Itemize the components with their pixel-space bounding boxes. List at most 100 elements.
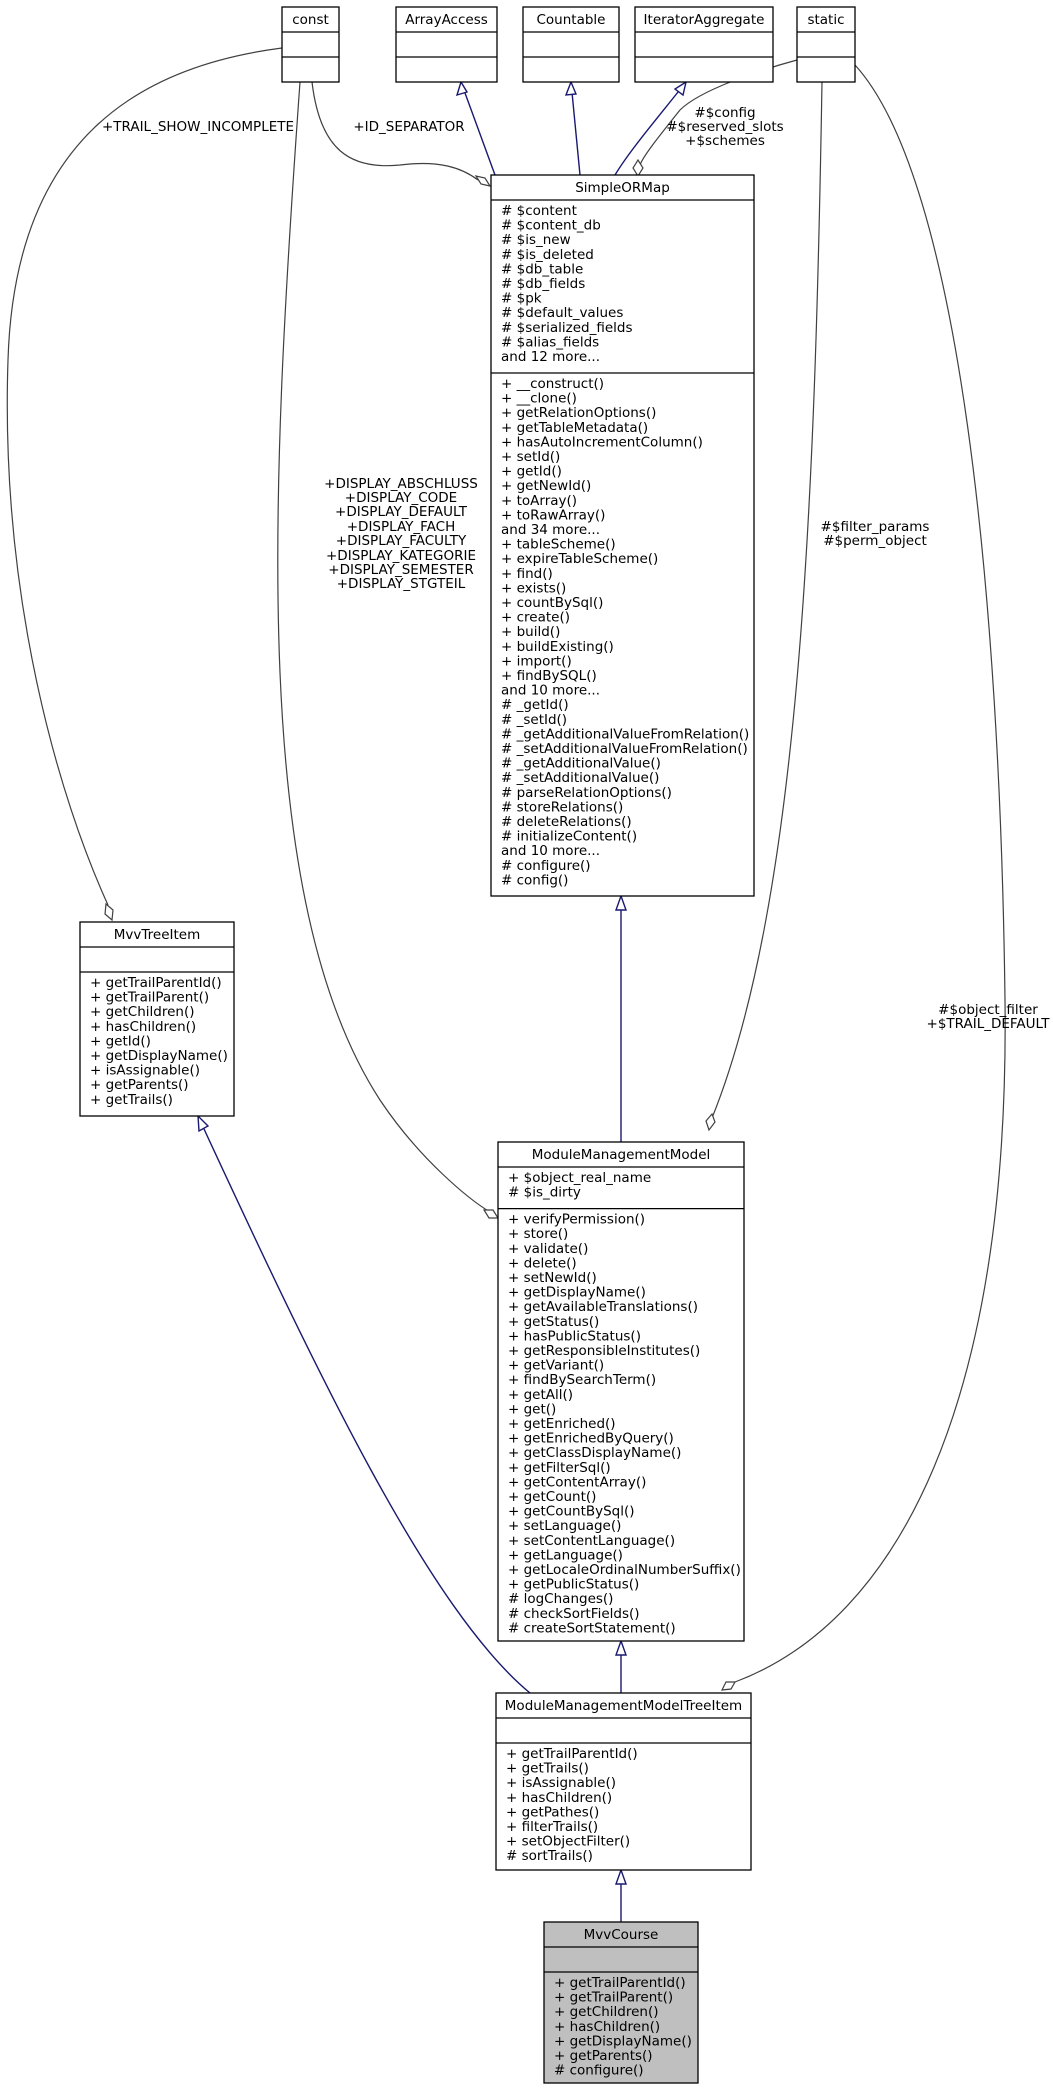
arrowhead-mvvtreeitem [197, 1114, 210, 1133]
edge-arrayaccess-simpleormap [460, 81, 496, 176]
diamond-const-simpleormap [474, 175, 492, 187]
svg-text:+$TRAIL_DEFAULT: +$TRAIL_DEFAULT [927, 1016, 1051, 1032]
svg-text:+TRAIL_SHOW_INCOMPLETE: +TRAIL_SHOW_INCOMPLETE [102, 119, 294, 135]
simple-orm-map-method: # initializeContent() [501, 829, 637, 845]
simple-orm-map-attribute: # $alias_fields [501, 334, 599, 350]
mvv-course-method: + getTrailParentId() [554, 1975, 686, 1991]
simple-orm-map-method: # deleteRelations() [501, 814, 632, 830]
class-array-access[interactable]: ArrayAccess [395, 6, 498, 83]
module-management-model-method: + findBySearchTerm() [508, 1372, 656, 1388]
svg-text:+DISPLAY_FACULTY: +DISPLAY_FACULTY [336, 533, 467, 549]
simple-orm-map-method: # _setAdditionalValue() [501, 770, 659, 786]
module-management-model-box [497, 1141, 745, 1642]
diamond-const-mmm [482, 1209, 500, 1219]
edge-label-object-filter: #$object_filter +$TRAIL_DEFAULT [927, 1002, 1051, 1032]
edge-static-mmmti [734, 64, 1006, 1683]
mvv-tree-item-method: + getTrailParentId() [90, 975, 222, 991]
module-management-model-tree-item-method: + isAssignable() [506, 1775, 616, 1791]
svg-text:+DISPLAY_FACH: +DISPLAY_FACH [347, 519, 456, 535]
simple-orm-map-method: # _setId() [501, 712, 567, 728]
simple-orm-map-attribute: # $db_fields [501, 276, 585, 292]
class-simple-orm-map[interactable]: SimpleORMap# $content# $content_db# $is_… [490, 174, 755, 897]
mvv-course-name: MvvCourse [584, 1927, 659, 1943]
class-mvv-course[interactable]: MvvCourse + getTrailParentId()+ getTrailP… [543, 1921, 699, 2084]
module-management-model-method: + getDisplayName() [508, 1285, 646, 1301]
mvv-course-method: + getTrailParent() [554, 1990, 673, 2006]
simple-orm-map-method: + findBySQL() [501, 668, 597, 684]
module-management-model-method: + getContentArray() [508, 1474, 646, 1490]
class-iterator-aggregate[interactable]: IteratorAggregate [634, 6, 774, 83]
arrowhead-simpleormap [615, 893, 627, 911]
module-management-model-method: + getClassDisplayName() [508, 1445, 681, 1461]
simple-orm-map-attribute: # $is_deleted [501, 247, 594, 263]
module-management-model-name: ModuleManagementModel [532, 1147, 711, 1163]
module-management-model-method: + getAll() [508, 1387, 573, 1403]
simple-orm-map-method: + toRawArray() [501, 507, 605, 523]
simple-orm-map-method: and 34 more... [501, 522, 600, 538]
svg-text:+$schemes: +$schemes [685, 133, 765, 149]
simple-orm-map-method: + expireTableScheme() [501, 551, 658, 567]
module-management-model-method: + validate() [508, 1241, 588, 1257]
mvv-course-method: + getParents() [554, 2048, 653, 2064]
simple-orm-map-method: # _getAdditionalValue() [501, 756, 661, 772]
module-management-model-tree-item-method: + hasChildren() [506, 1790, 612, 1806]
module-management-model-method: # logChanges() [508, 1591, 613, 1607]
iterator-aggregate-box [634, 6, 774, 83]
simple-orm-map-method: + getId() [501, 464, 562, 480]
svg-text:+DISPLAY_SEMESTER: +DISPLAY_SEMESTER [328, 562, 473, 578]
edge-iteratoraggregate-simpleormap [614, 81, 687, 176]
class-static[interactable]: static [796, 6, 856, 83]
module-management-model-method: + getResponsibleInstitutes() [508, 1343, 700, 1359]
simple-orm-map-method: # storeRelations() [501, 799, 623, 815]
simple-orm-map-method: and 10 more... [501, 843, 600, 859]
svg-text:+DISPLAY_ABSCHLUSS: +DISPLAY_ABSCHLUSS [324, 476, 478, 492]
module-management-model-method: + delete() [508, 1255, 577, 1271]
class-module-management-model-tree-item[interactable]: ModuleManagementModelTreeItem+ getTrailP… [495, 1692, 752, 1871]
diamond-static-mmmti [720, 1681, 737, 1691]
simple-orm-map-method: + getTableMetadata() [501, 420, 648, 436]
class-mvv-tree-item[interactable]: MvvTreeItem+ getTrailParentId()+ getTrai… [79, 921, 235, 1117]
module-management-model-method: + getPublicStatus() [508, 1577, 639, 1593]
edge-static-mmm [711, 81, 823, 1119]
module-management-model-method: + setLanguage() [508, 1518, 621, 1534]
module-management-model-method: + getFilterSql() [508, 1460, 611, 1476]
module-management-model-method: + getAvailableTranslations() [508, 1299, 698, 1315]
mvv-course-method: + getDisplayName() [554, 2033, 692, 2049]
svg-text:#$reserved_slots: #$reserved_slots [666, 119, 783, 135]
class-const[interactable]: const [281, 6, 340, 83]
mvv-tree-item-name: MvvTreeItem [114, 927, 200, 943]
module-management-model-tree-item-method: + getPathes() [506, 1804, 599, 1820]
svg-text:+DISPLAY_DEFAULT: +DISPLAY_DEFAULT [335, 504, 468, 520]
simple-orm-map-method: + find() [501, 566, 553, 582]
module-management-model-tree-item-method: + setObjectFilter() [506, 1834, 630, 1850]
simple-orm-map-attribute: # $is_new [501, 232, 571, 248]
simple-orm-map-method: + getNewId() [501, 478, 591, 494]
module-management-model-attribute: + $object_real_name [508, 1170, 651, 1186]
svg-text:+DISPLAY_CODE: +DISPLAY_CODE [345, 490, 457, 506]
countable-box [522, 6, 620, 83]
diamond-static-mmm [705, 1112, 716, 1132]
simple-orm-map-method: + __construct() [501, 376, 604, 392]
module-management-model-method: + getEnrichedByQuery() [508, 1431, 674, 1447]
edge-label-display-constants: +DISPLAY_ABSCHLUSS +DISPLAY_CODE +DISPLA… [324, 476, 478, 592]
static-name: static [807, 12, 844, 28]
diamond-const-mvvtreeitem [104, 902, 114, 922]
simple-orm-map-method: + hasAutoIncrementColumn() [501, 434, 703, 450]
iterator-aggregate-name: IteratorAggregate [644, 12, 765, 28]
class-countable[interactable]: Countable [522, 6, 620, 83]
simple-orm-map-attribute: and 12 more... [501, 349, 600, 365]
module-management-model-method: + getLocaleOrdinalNumberSuffix() [508, 1562, 741, 1578]
edge-label-trail-show-incomplete: +TRAIL_SHOW_INCOMPLETE [102, 119, 294, 135]
module-management-model-method: + verifyPermission() [508, 1212, 645, 1228]
simple-orm-map-method: + tableScheme() [501, 537, 616, 553]
module-management-model-method: + getCountBySql() [508, 1504, 635, 1520]
edge-label-filter-params: #$filter_params #$perm_object [821, 519, 930, 549]
module-management-model-method: + hasPublicStatus() [508, 1328, 641, 1344]
class-module-management-model[interactable]: ModuleManagementModel + $object_real_name… [497, 1141, 745, 1642]
module-management-model-method: + get() [508, 1401, 556, 1417]
simple-orm-map-attribute: # $content_db [501, 218, 601, 234]
module-management-model-attribute: # $is_dirty [508, 1185, 581, 1201]
mvv-tree-item-method: + hasChildren() [90, 1019, 196, 1035]
module-management-model-method: + getEnriched() [508, 1416, 616, 1432]
